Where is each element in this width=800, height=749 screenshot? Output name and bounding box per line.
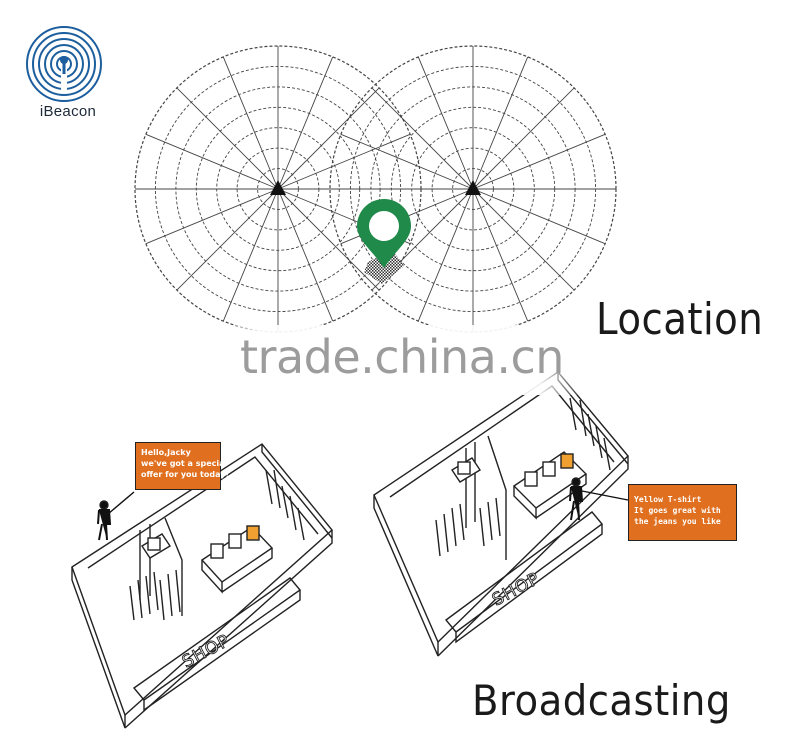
radar-spoke — [417, 56, 474, 190]
watermark: trade.china.cn — [240, 330, 564, 384]
radar-spoke — [472, 133, 606, 190]
radar-spoke — [277, 87, 380, 190]
radar-spoke — [472, 188, 575, 291]
radar-spoke — [145, 133, 279, 190]
radar-spoke — [145, 188, 279, 245]
shop-right-illustration — [373, 371, 629, 657]
beacon-triangle-left — [270, 180, 286, 195]
bubble-line: we've got a special — [141, 459, 228, 468]
bubble-line: the jeans you like — [634, 517, 721, 526]
radar-spoke — [222, 56, 279, 190]
radar-spoke — [371, 87, 474, 190]
ibeacon-label: iBeacon — [39, 103, 97, 120]
bubble-line: offer for you today! — [141, 470, 230, 479]
radar-spoke — [176, 188, 279, 291]
ibeacon-logo-icon — [26, 26, 102, 102]
bubble-line: Yellow T-shirt — [634, 495, 702, 504]
radar-spoke — [222, 188, 279, 322]
beacon-triangle-right — [465, 180, 481, 195]
bubble-line: It goes great with — [634, 506, 721, 515]
location-pin-icon — [357, 199, 411, 268]
radar-spoke — [277, 56, 334, 190]
radar-spoke — [472, 188, 529, 322]
radar-spoke — [176, 87, 279, 190]
radar-spoke — [277, 188, 334, 322]
radar-spoke — [417, 188, 474, 322]
message-bubble-right: Yellow T-shirt It goes great with the je… — [628, 484, 737, 541]
shop-left-illustration — [71, 443, 333, 729]
radar-spoke — [472, 188, 606, 245]
radar-spoke — [277, 133, 411, 190]
message-bubble-left: Hello,Jacky we've got a special offer fo… — [135, 442, 230, 490]
radar-spoke — [277, 188, 380, 291]
location-title: Location — [596, 294, 764, 345]
watermark-band — [215, 325, 585, 395]
bubble-line: Hello,Jacky — [141, 448, 191, 457]
radar-spoke — [340, 133, 474, 190]
radar-spoke — [472, 87, 575, 190]
broadcasting-title: Broadcasting — [472, 676, 731, 725]
radar-spoke — [472, 56, 529, 190]
